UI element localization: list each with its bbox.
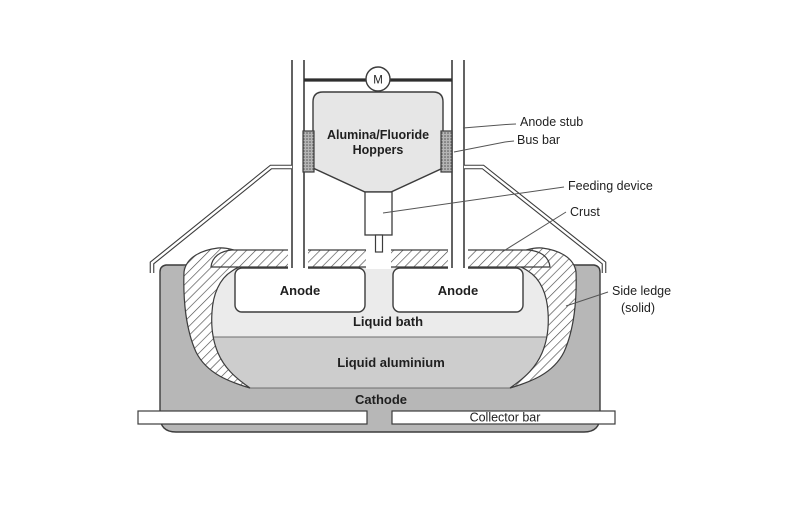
hood-left-gap [150, 165, 292, 273]
hood-skirt [149, 164, 607, 273]
feeding-device-rod [374, 234, 384, 253]
cathode-label: Cathode [355, 392, 407, 407]
bus-bar-label: Bus bar [517, 133, 560, 147]
side-ledge-note-label: (solid) [621, 301, 655, 315]
liquid-aluminium-label: Liquid aluminium [337, 355, 445, 370]
feeding-device-tube [364, 191, 393, 236]
side-ledge-leader [565, 291, 609, 307]
hopper-body [312, 91, 444, 193]
crust-gap-feeder [366, 247, 391, 269]
motor-circle [365, 66, 391, 92]
feeding-device-leader [382, 186, 565, 214]
crust-gap-right-rod [448, 247, 468, 269]
crust-gap-left-rod [288, 247, 308, 269]
callout-leaders [382, 123, 609, 307]
bus-bar-right [440, 130, 453, 173]
crust-leader [501, 211, 567, 253]
anode-right-label: Anode [438, 283, 478, 298]
hopper-label-line1: Alumina/Fluoride [327, 128, 429, 142]
hopper-label-line2: Hoppers [353, 143, 404, 157]
collector-bar-right [391, 410, 616, 425]
hood-right-gap [464, 165, 606, 273]
crust-label: Crust [570, 205, 600, 219]
motor-label: M [373, 75, 383, 87]
bus-bar-leader [453, 140, 515, 153]
liquid-bath-label: Liquid bath [353, 314, 423, 329]
side-ledge-label: Side ledge [612, 284, 671, 298]
collector-bar-label: Collector bar [470, 411, 541, 425]
anode-stub-label: Anode stub [520, 115, 583, 129]
feeding-device-label: Feeding device [568, 179, 653, 193]
anode-stub-leader [462, 123, 517, 129]
bus-bar-left [302, 130, 315, 173]
anode-left-label: Anode [280, 283, 320, 298]
collector-bar-left [137, 410, 368, 425]
